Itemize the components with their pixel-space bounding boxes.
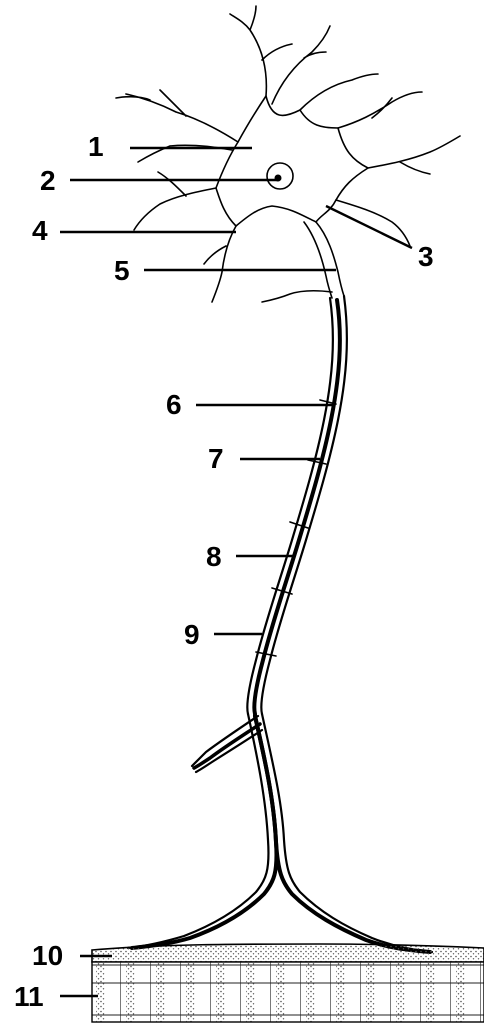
label-10: 10 bbox=[32, 940, 63, 971]
muscle-fiber bbox=[92, 962, 484, 1022]
label-3: 3 bbox=[418, 241, 434, 272]
leader-3 bbox=[326, 206, 412, 248]
motor-end-plate bbox=[92, 944, 484, 962]
label-6: 6 bbox=[166, 389, 182, 420]
axon-branches bbox=[128, 714, 432, 952]
axon-hillock bbox=[262, 222, 344, 302]
label-5: 5 bbox=[114, 255, 130, 286]
label-11: 11 bbox=[14, 981, 44, 1012]
soma-outline bbox=[216, 96, 368, 226]
label-9: 9 bbox=[184, 619, 200, 650]
label-8: 8 bbox=[206, 541, 222, 572]
end-plate-band bbox=[92, 944, 484, 962]
dendrites bbox=[116, 6, 460, 302]
leader-lines bbox=[60, 148, 412, 996]
myelin-sheath bbox=[247, 296, 347, 714]
label-7: 7 bbox=[208, 443, 224, 474]
muscle-fiber-striations bbox=[92, 962, 484, 1022]
label-4: 4 bbox=[32, 215, 48, 246]
cell-body bbox=[216, 96, 368, 226]
label-2: 2 bbox=[40, 165, 56, 196]
label-1: 1 bbox=[88, 131, 104, 162]
